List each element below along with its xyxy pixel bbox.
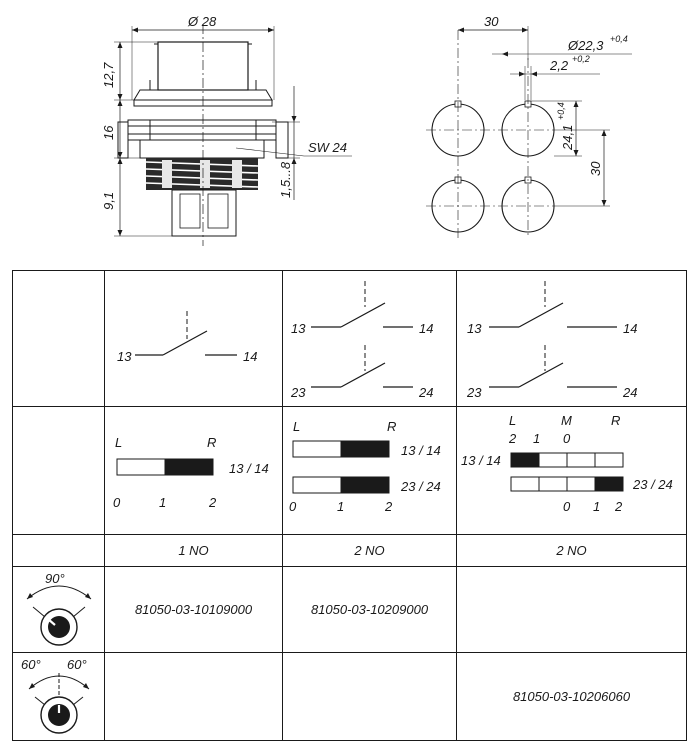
type-cell-1: 1 NO	[104, 534, 283, 567]
dim-h241-tol: +0,4	[556, 102, 566, 120]
pos-label-2: 23 / 24	[632, 477, 673, 492]
dim-v30: 30	[588, 161, 603, 176]
step-bottom-1: 1	[593, 499, 600, 514]
terminal-13: 13	[117, 349, 132, 364]
type-cell-2: 2 NO	[282, 534, 457, 567]
terminal-13: 13	[291, 321, 306, 336]
contact-row: 13 14 13 14 23 24	[12, 270, 687, 407]
type-cell-3: 2 NO	[456, 534, 687, 567]
dim-range: 1,5...8	[278, 161, 293, 198]
terminal-24: 24	[622, 385, 637, 400]
row-90-degree: 90° 81050-03-10109000 81050-03-10209000	[12, 566, 687, 653]
pos-label: 13 / 14	[229, 461, 269, 476]
knob-90-icon: 90°	[26, 571, 92, 646]
terminal-23: 23	[466, 385, 482, 400]
pos-R: R	[387, 419, 396, 434]
pos-M: M	[561, 413, 572, 428]
pos-L: L	[293, 419, 300, 434]
pos-label-2: 23 / 24	[400, 479, 441, 494]
dim-h127: 12,7	[101, 62, 116, 88]
knob-60-icon-cell: 60° 60°	[12, 652, 105, 741]
type-label: 1 NO	[178, 542, 209, 558]
pos-R: R	[611, 413, 620, 428]
row-60-degree: 60° 60° 81050-03-10206060	[12, 652, 687, 741]
position-diagram-3: L M R 2 1 0 13 / 14 23 / 24 0 1 2	[456, 406, 687, 535]
step-bottom-0: 0	[563, 499, 571, 514]
technical-drawing: Ø 28 12,7 16 9,1 1,5...8 SW 24	[101, 14, 632, 246]
angle-90: 90°	[45, 571, 65, 586]
type-label: 2 NO	[354, 542, 385, 558]
angle-60-left: 60°	[21, 657, 41, 672]
dim-h241: 24,1	[560, 125, 575, 151]
contact-diagram-2: 13 14 23 24	[282, 270, 457, 407]
code-cell	[104, 652, 283, 741]
contact-diagram-1: 13 14	[104, 270, 283, 407]
terminal-23: 23	[290, 385, 306, 400]
switch-side-view: Ø 28 12,7 16 9,1 1,5...8 SW 24	[101, 14, 352, 246]
code-cell	[456, 566, 687, 653]
code-cell: 81050-03-10209000	[282, 566, 457, 653]
type-row: 1 NO 2 NO 2 NO	[12, 534, 687, 567]
step-top-0: 0	[563, 431, 571, 446]
dim-h91: 9,1	[101, 192, 116, 210]
position-row: L R 13 / 14 0 1 2 L R 13 / 14 23 / 24 0	[12, 406, 687, 535]
pos-L: L	[115, 435, 122, 450]
step-top-2: 2	[508, 431, 517, 446]
knob-90-icon-cell: 90°	[12, 566, 105, 653]
terminal-14: 14	[623, 321, 637, 336]
pos-label-1: 13 / 14	[401, 443, 441, 458]
step-0: 0	[113, 495, 121, 510]
dim-w22-tol: +0,2	[572, 54, 590, 64]
panel-cutout-view: 30 Ø22,3 +0,4 2,2 +0,2 24,1 +0,4 30	[426, 14, 632, 238]
dim-w22: 2,2	[549, 58, 569, 73]
terminal-14: 14	[419, 321, 433, 336]
position-diagram-2: L R 13 / 14 23 / 24 0 1 2	[282, 406, 457, 535]
position-diagram-1: L R 13 / 14 0 1 2	[104, 406, 283, 535]
step-2: 2	[384, 499, 393, 514]
dim-d28: Ø 28	[187, 14, 217, 29]
article-number: 81050-03-10206060	[512, 688, 631, 704]
step-top-1: 1	[533, 431, 540, 446]
step-0: 0	[289, 499, 297, 514]
code-cell	[282, 652, 457, 741]
pos-R: R	[207, 435, 216, 450]
contact-diagram-3: 13 14 23 24	[456, 270, 687, 407]
blank-cell	[12, 406, 105, 535]
step-1: 1	[337, 499, 344, 514]
type-label: 2 NO	[556, 542, 587, 558]
terminal-13: 13	[467, 321, 482, 336]
terminal-24: 24	[418, 385, 433, 400]
step-bottom-2: 2	[614, 499, 623, 514]
code-cell: 81050-03-10109000	[104, 566, 283, 653]
pos-L: L	[509, 413, 516, 428]
article-number: 81050-03-10209000	[310, 601, 429, 617]
terminal-14: 14	[243, 349, 257, 364]
dim-sw24: SW 24	[308, 140, 347, 155]
dim-d223-tol: +0,4	[610, 34, 628, 44]
article-number: 81050-03-10109000	[134, 601, 253, 617]
angle-60-right: 60°	[67, 657, 87, 672]
dim-w30: 30	[484, 14, 499, 29]
knob-60-icon: 60° 60°	[21, 657, 90, 734]
blank-cell	[12, 270, 105, 407]
step-1: 1	[159, 495, 166, 510]
blank-cell	[12, 534, 105, 567]
dim-d223: Ø22,3	[567, 38, 604, 53]
dim-h16: 16	[101, 125, 116, 140]
step-2: 2	[208, 495, 217, 510]
pos-label-1: 13 / 14	[461, 453, 501, 468]
code-cell: 81050-03-10206060	[456, 652, 687, 741]
switch-table: 13 14 13 14 23 24	[12, 270, 687, 741]
